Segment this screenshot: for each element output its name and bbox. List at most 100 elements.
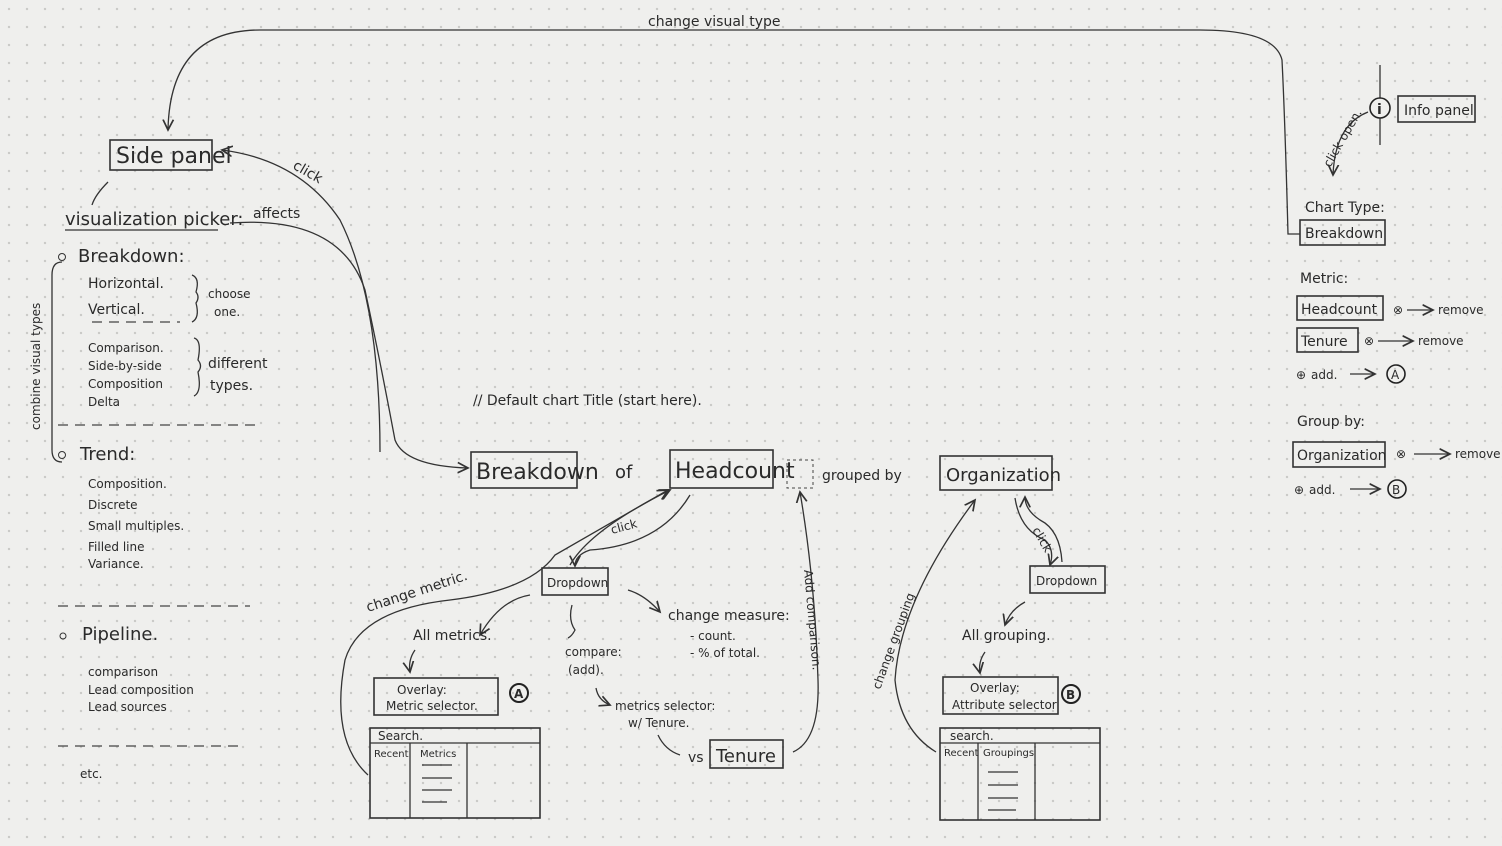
arrow — [595, 687, 610, 705]
search-input[interactable]: Search. — [378, 729, 423, 743]
click-arrow — [1014, 497, 1052, 565]
arrow — [410, 649, 416, 672]
comparison-metric-text: Tenure — [715, 746, 776, 767]
metric-selector-panel[interactable] — [369, 727, 541, 819]
attribute-selector-overlay[interactable] — [942, 676, 1059, 715]
arrow — [627, 589, 660, 612]
grouped-by-label: grouped by — [822, 468, 902, 484]
affects-label: affects — [253, 206, 300, 222]
brace — [51, 261, 63, 463]
metric-text: Headcount — [675, 459, 795, 484]
metric-dropdown-box[interactable] — [541, 567, 609, 596]
arrow — [1005, 601, 1026, 625]
badge-a — [509, 683, 529, 703]
chart-type-value: Breakdown — [1305, 226, 1383, 242]
compare-label: compare: — [565, 645, 622, 659]
remove-label: remove — [1418, 334, 1464, 348]
badge-b — [1061, 684, 1081, 704]
click-arrow — [1025, 497, 1063, 563]
metric-chip-headcount[interactable] — [1296, 295, 1384, 321]
trend-option[interactable]: Discrete — [88, 498, 138, 512]
brace — [193, 337, 202, 397]
measure-option[interactable]: - % of total. — [690, 646, 760, 660]
info-icon[interactable] — [1369, 97, 1391, 119]
search-input[interactable]: search. — [950, 729, 994, 743]
overlay-label: Attribute selector — [952, 698, 1057, 712]
all-grouping-label: All grouping. — [962, 628, 1051, 644]
trend-option[interactable]: Small multiples. — [88, 519, 184, 533]
breakdown-type[interactable]: Composition — [88, 377, 163, 391]
info-panel-title: Info panel — [1404, 103, 1474, 119]
vs-label: vs — [688, 750, 704, 766]
overlay-label: Overlay: — [397, 683, 447, 697]
bullet — [58, 451, 66, 459]
remove-label: remove — [1438, 303, 1484, 317]
chart-type-label: Chart Type: — [1305, 200, 1385, 216]
badge-b-label: B — [1066, 688, 1075, 702]
breakdown-heading: Breakdown: — [78, 246, 185, 267]
metric-token[interactable] — [669, 449, 774, 489]
groupings-column[interactable]: Groupings — [983, 748, 1034, 759]
default-title-comment: // Default chart Title (start here). — [473, 393, 702, 409]
click-label: click — [609, 516, 639, 536]
trend-option[interactable]: Filled line — [88, 540, 145, 554]
arrow — [480, 594, 531, 635]
comparison-metric-token[interactable] — [709, 739, 784, 769]
badge-a-label: A — [1391, 368, 1400, 382]
metrics-column[interactable]: Metrics — [420, 749, 456, 760]
trend-heading: Trend: — [79, 444, 135, 465]
group-token[interactable] — [939, 455, 1053, 491]
overlay-label: Metric selector. — [386, 699, 478, 713]
info-panel-box — [1397, 95, 1476, 123]
pipeline-option[interactable]: Lead sources — [88, 700, 167, 714]
add-group-button[interactable]: add. — [1309, 483, 1335, 497]
add-metric-button[interactable]: add. — [1311, 368, 1337, 382]
trend-option[interactable]: Composition. — [88, 477, 167, 491]
add-icon[interactable]: ⊕ — [1296, 368, 1306, 382]
breakdown-type[interactable]: Comparison. — [88, 341, 164, 355]
all-metrics-label: All metrics. — [413, 628, 492, 644]
bullet — [59, 632, 67, 640]
breakdown-type[interactable]: Delta — [88, 395, 120, 409]
click-open-label: click open. — [1320, 107, 1364, 170]
pipeline-option[interactable]: Lead composition — [88, 683, 194, 697]
group-chip-organization[interactable] — [1292, 441, 1386, 468]
recent-column[interactable]: Recent — [374, 749, 409, 760]
side-panel-title: Side panel — [116, 144, 232, 169]
change-visual-type-arrow — [168, 29, 1300, 235]
of-label: of — [615, 462, 633, 483]
combine-visual-types-label: combine visual types — [29, 303, 43, 430]
breakdown-option[interactable]: Vertical. — [88, 302, 145, 318]
recent-column[interactable]: Recent — [944, 748, 979, 759]
side-panel-box[interactable] — [109, 139, 213, 171]
click-arrow — [575, 494, 691, 566]
metric-chip-tenure[interactable] — [1296, 327, 1359, 353]
attribute-selector-panel[interactable] — [939, 727, 1101, 821]
badge-a — [1386, 364, 1406, 384]
add-icon[interactable]: ⊕ — [1294, 483, 1304, 497]
remove-icon[interactable]: ⊗ — [1393, 303, 1403, 317]
types-note: types. — [210, 378, 253, 394]
remove-icon[interactable]: ⊗ — [1364, 334, 1374, 348]
change-visual-type-label: change visual type — [648, 14, 781, 30]
pipeline-option[interactable]: comparison — [88, 665, 158, 679]
add-comparison-label: Add comparison. — [801, 569, 824, 671]
compare-label: (add). — [568, 663, 604, 677]
badge-a-label: A — [514, 687, 524, 701]
group-dropdown-box[interactable] — [1029, 565, 1106, 594]
breakdown-option[interactable]: Horizontal. — [88, 276, 164, 292]
affects-arrow — [229, 221, 468, 468]
metric-selector-overlay[interactable] — [373, 677, 499, 716]
click-open-arrow — [1333, 111, 1369, 175]
add-comparison-placeholder[interactable] — [786, 459, 814, 489]
overlay-label: Overlay: — [970, 681, 1020, 695]
trend-option[interactable]: Variance. — [88, 557, 144, 571]
arrow — [980, 651, 986, 673]
breakdown-type[interactable]: Side-by-side — [88, 359, 162, 373]
chart-type-field[interactable] — [1299, 219, 1386, 246]
visualization-picker-label: visualization picker: — [65, 209, 243, 230]
click-label: click — [290, 158, 326, 188]
remove-icon[interactable]: ⊗ — [1396, 447, 1406, 461]
chart-type-token[interactable] — [470, 451, 578, 489]
measure-option[interactable]: - count. — [690, 629, 736, 643]
